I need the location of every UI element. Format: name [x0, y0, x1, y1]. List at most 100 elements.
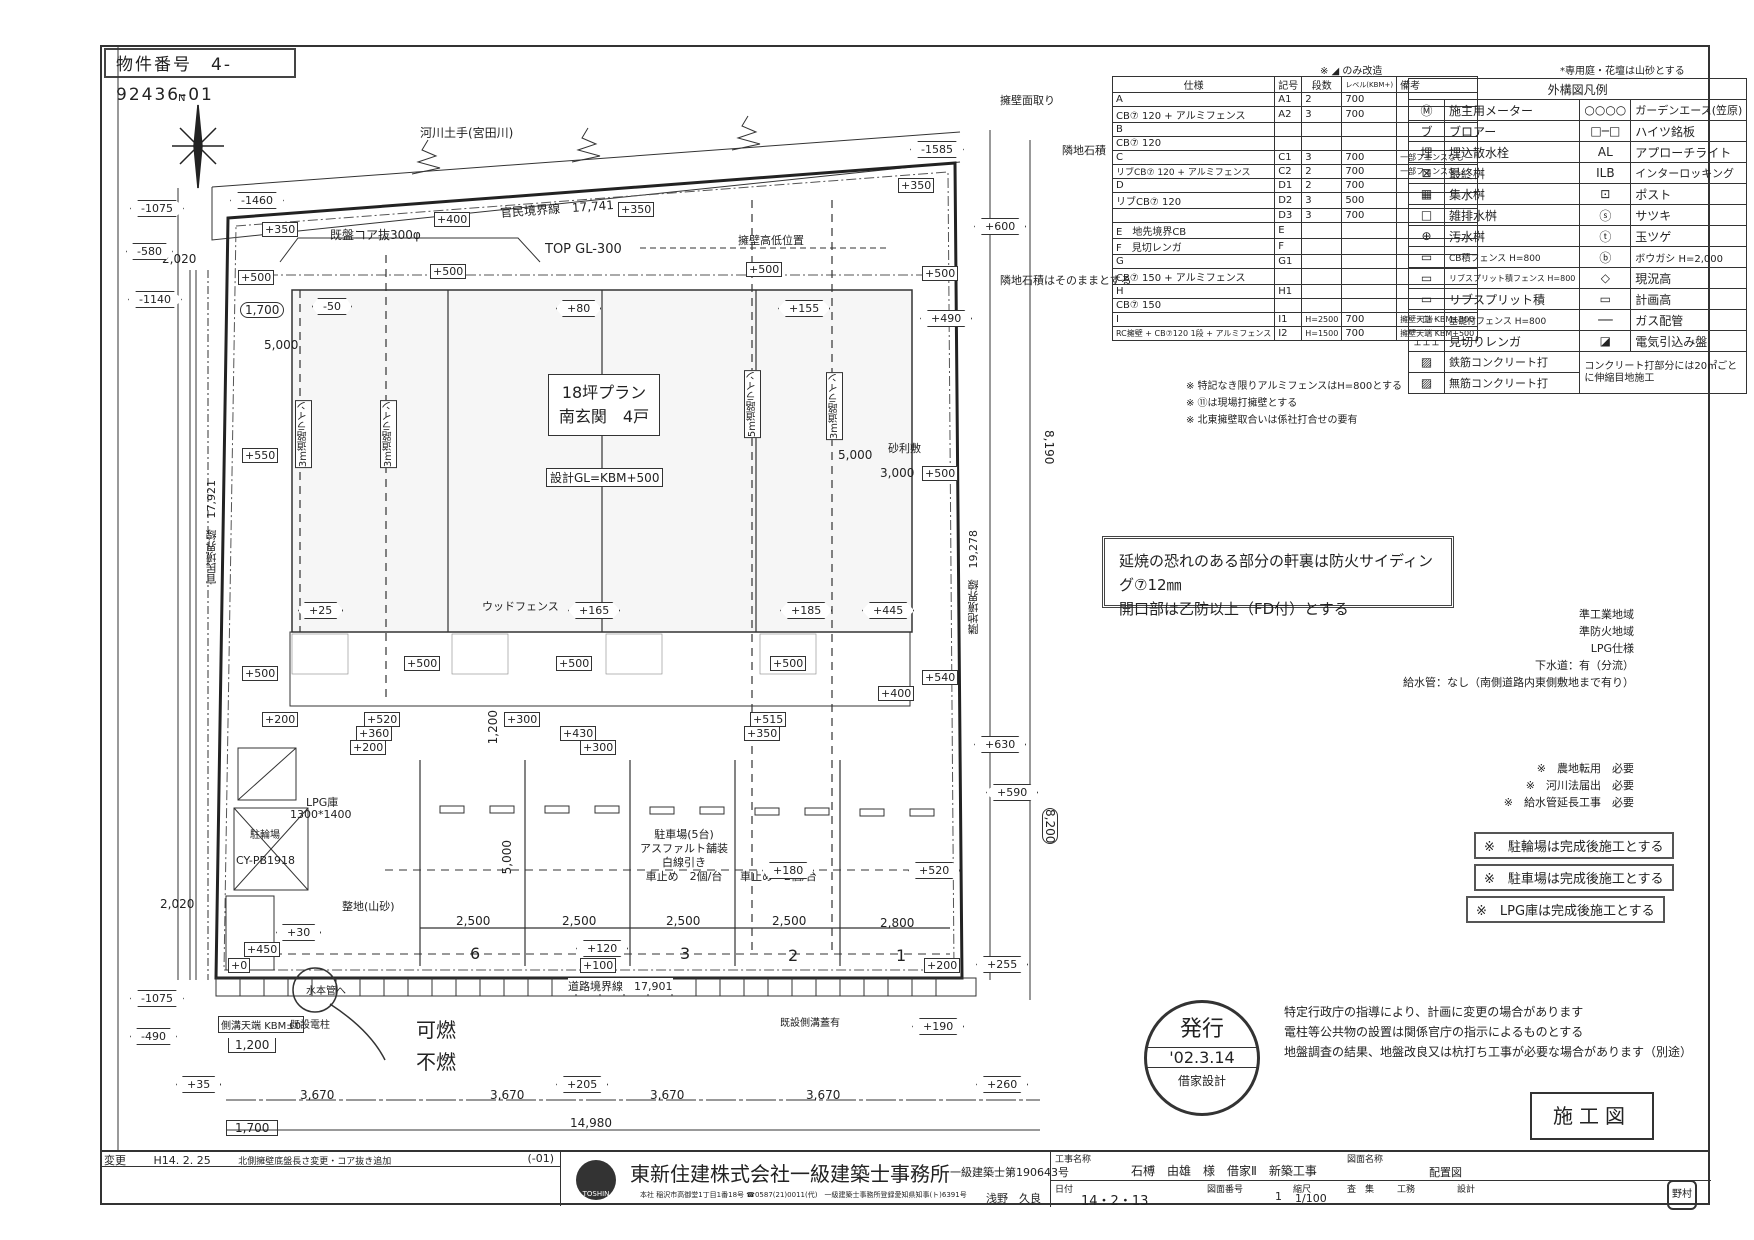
legend-label: ガーデンエース(笠原): [1630, 99, 1748, 121]
parking-note-4: 車止め 2個/台: [645, 870, 723, 883]
lpg-size: 1300*1400: [290, 808, 352, 821]
wood-fence-label: ウッドフェンス: [482, 600, 559, 613]
plan-name-line1: 18坪プラン: [561, 383, 647, 402]
level-marker: +445: [862, 602, 915, 619]
spec-footnote: ※ ⑪は現場打擁壁とする: [1186, 398, 1298, 409]
level-marker: -580: [126, 243, 173, 260]
level-marker: +205: [556, 1076, 609, 1093]
spec-footnote: ※ 特記なき限りアルミフェンスはH=800とする: [1186, 381, 1402, 392]
revision-date: H14. 2. 25: [153, 1154, 211, 1167]
kbm-label-text: 側溝天端: [221, 1021, 261, 1032]
parking-dim-5: 2,800: [880, 916, 915, 930]
zoning-line: LPG仕様: [1590, 642, 1634, 655]
col-mark: 記号: [1274, 76, 1303, 93]
legend-label: ポスト: [1630, 183, 1748, 205]
level-marker: -1075: [130, 990, 184, 1007]
legend-label: 現況高: [1630, 267, 1748, 289]
gas-pipe-icon: ──: [1579, 309, 1632, 331]
level-marker: +80: [556, 300, 602, 317]
top-gl-label: TOP GL-300: [545, 242, 622, 257]
spec-desc: CB⑦ 150: [1111, 298, 1276, 313]
level-box: +0: [228, 958, 251, 973]
level-box: +400: [878, 686, 915, 701]
legend-label: リブスプリット積: [1444, 288, 1581, 310]
level-marker: -1140: [128, 291, 182, 308]
parking-depth2: 1,200: [486, 710, 500, 745]
zoning-line: 下水道：有（分流）: [1535, 659, 1634, 672]
retaining-wall-note: 擁壁面取り: [1000, 94, 1055, 107]
legend-label: 汚水桝: [1444, 225, 1581, 247]
fire-note-line2: 開口部は乙防以上（FD付）とする: [1119, 600, 1349, 618]
level-marker: +25: [298, 602, 344, 619]
spec-type: F: [1116, 243, 1122, 254]
spec-mark: C1: [1274, 150, 1303, 165]
scale-label: 縮尺: [1293, 1185, 1312, 1195]
project-label: 工事名称: [1055, 1155, 1092, 1165]
parking-number-1: 1: [896, 946, 907, 965]
bottom-dim-1: 3,670: [300, 1088, 335, 1102]
spec-footnotes: ※ 特記なき限りアルミフェンスはH=800とする ※ ⑪は現場打擁壁とする ※ …: [1186, 378, 1402, 429]
post-icon: ⊡: [1579, 183, 1632, 205]
handwritten-combustible: 可燃: [416, 1018, 456, 1042]
zoning-line: 準工業地域: [1579, 608, 1634, 621]
parking-number-3: 3: [680, 944, 691, 963]
level-box: +500: [746, 262, 783, 277]
spec-courses: 2: [1301, 164, 1343, 179]
legend-label: 玉ツゲ: [1630, 225, 1748, 247]
level-marker: -1585: [910, 141, 964, 158]
fire-protection-note: 延焼の恐れのある部分の軒裏は防火サイディング⑦12㎜ 開口部は乙防以上（FD付）…: [1102, 536, 1454, 618]
designer-seal: 野村: [1667, 1180, 1697, 1210]
legend-label: 無筋コンクリート打: [1444, 372, 1581, 394]
spec-type: I: [1111, 312, 1276, 327]
design-gl-label: 設計GL=KBM+500: [546, 468, 664, 487]
spec-mark: D1: [1274, 178, 1303, 193]
spec-courses: 3: [1301, 192, 1343, 209]
issue-stamp: 発行 '02.3.14 借家設計: [1144, 1000, 1260, 1116]
general-note: 電柱等公共物の設置は関係官庁の指示によるものとする: [1284, 1025, 1584, 1039]
parking-note-2: アスファルト舗装: [640, 842, 728, 855]
legend-label: 埋込散水栓: [1444, 141, 1581, 163]
level-box: +500: [922, 266, 959, 281]
meter-icon: Ⓜ: [1407, 99, 1446, 121]
spec-type: E: [1116, 227, 1123, 238]
trash-model: CY-PB1918: [236, 854, 296, 867]
level-box: +200: [924, 958, 961, 973]
river-label: 河川土手(宮田川): [420, 126, 514, 140]
legend-label: 最終桝: [1444, 162, 1581, 184]
spec-type: G: [1111, 254, 1276, 269]
spec-level: 700: [1341, 106, 1398, 123]
dim-8200: 8,200: [1042, 808, 1058, 845]
revision-row: 変更 H14. 2. 25 北側擁壁底盤長さ変更・コア抜き追加 (-01): [100, 1152, 561, 1167]
spec-mark: C2: [1274, 164, 1303, 179]
legend-label: 電気引込み盤: [1630, 330, 1748, 352]
architect-name: 浅野 久良: [986, 1192, 1041, 1205]
level-marker: +155: [778, 300, 831, 317]
drain-basin-icon: □: [1407, 204, 1446, 226]
drawing-frame: [100, 45, 1710, 1205]
level-marker: +185: [780, 602, 833, 619]
col-courses: 段数: [1301, 76, 1343, 93]
level-box: +500: [238, 270, 275, 285]
dim-5000: 5,000: [838, 448, 873, 462]
spec-courses: 3: [1301, 208, 1343, 223]
gravel-label: 砂利敷: [888, 442, 921, 455]
spec-type: B: [1111, 122, 1276, 137]
spec-level: 700: [1341, 150, 1398, 165]
boxwood-icon: ⓣ: [1579, 225, 1632, 247]
spec-desc: RC擁壁 + CB⑦120 1段 + アルミフェンス: [1111, 326, 1276, 341]
level-box: +350: [262, 222, 299, 237]
drawing-no: 1: [1275, 1190, 1282, 1203]
callout-lpg: ※ LPG庫は完成後施工とする: [1466, 896, 1665, 923]
level-box: +200: [350, 740, 387, 755]
spec-mark: A1: [1274, 92, 1303, 107]
concrete-joint-note: コンクリート打部分には20㎡ごとに伸縮目地施工: [1579, 351, 1748, 394]
parking-note-1: 駐車場(5台): [654, 828, 714, 841]
spec-desc: 見切レンガ: [1131, 243, 1182, 254]
level-box: +350: [744, 726, 781, 741]
zoning-info: 準工業地域 準防火地域 LPG仕様 下水道：有（分流） 給水管：なし（南側道路内…: [1403, 606, 1634, 691]
level-marker: -490: [130, 1028, 177, 1045]
project-info: 工事名称 石榑 由雄 様 借家Ⅱ 新築工事 図面名称 配置図 日付 14・2・1…: [1050, 1152, 1711, 1210]
level-marker: +590: [986, 784, 1039, 801]
